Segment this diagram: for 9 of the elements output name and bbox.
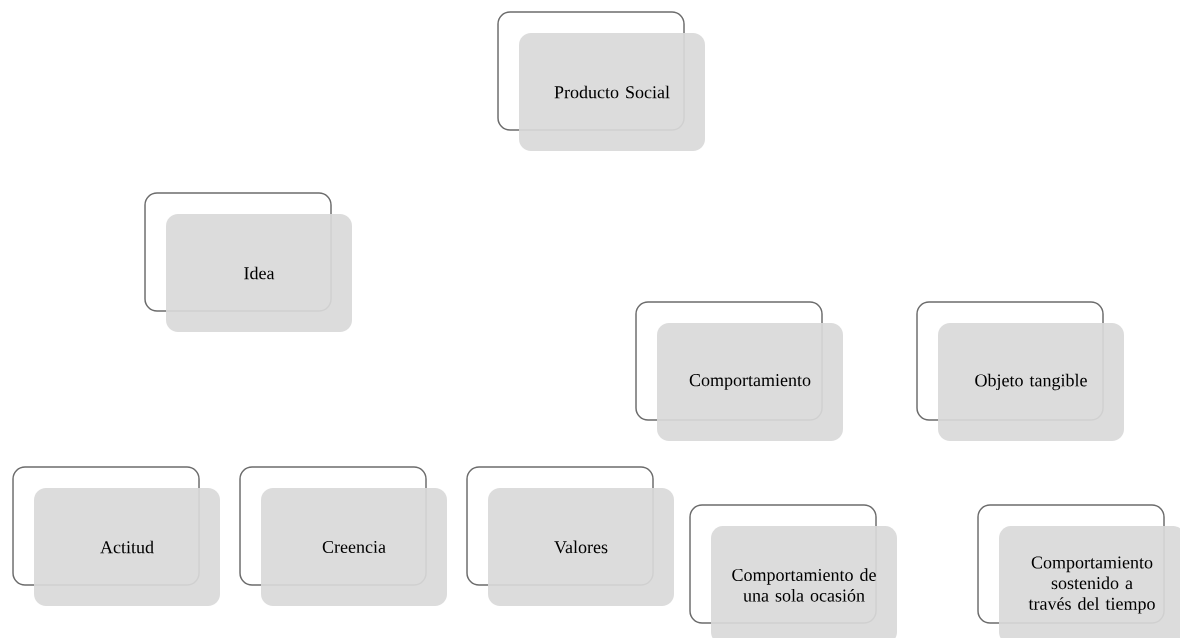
card: Comportamiento de una sola ocasión — [689, 504, 897, 638]
card: Producto Social — [497, 11, 705, 151]
card: Valores — [466, 466, 674, 606]
card: Actitud — [12, 466, 220, 606]
card: Objeto tangible — [916, 301, 1124, 441]
card: Comportamiento — [635, 301, 843, 441]
card: Creencia — [239, 466, 447, 606]
card: Idea — [144, 192, 352, 332]
card: Comportamiento sostenido a través del tiempo — [977, 504, 1180, 638]
